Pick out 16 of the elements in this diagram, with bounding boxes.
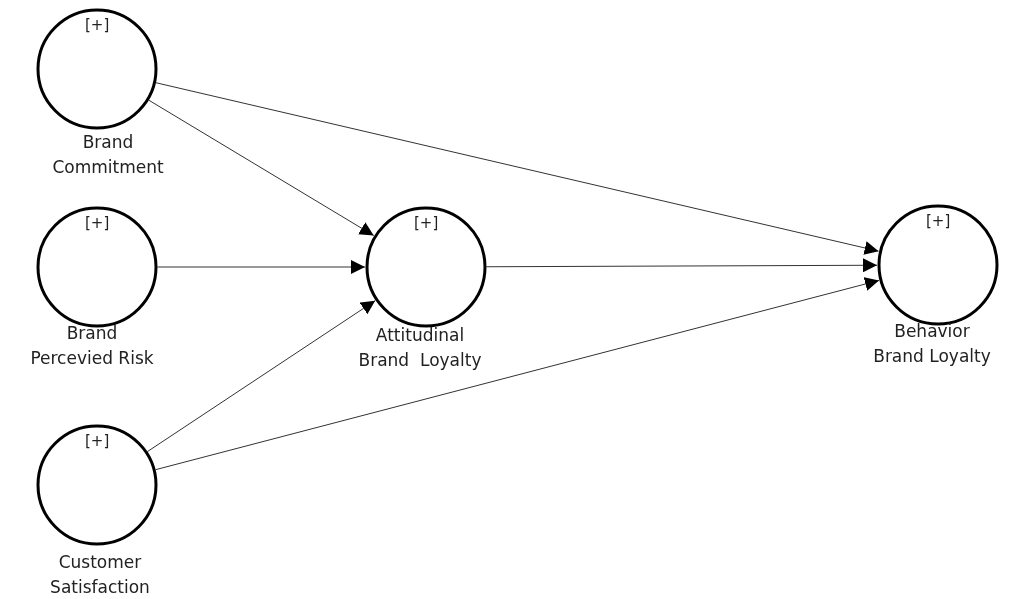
arrow (155, 82, 880, 255)
indicator-marker: [+] (414, 214, 439, 232)
construct-label: Brand Percevied Risk (29, 322, 155, 370)
indicator-marker: [+] (85, 16, 110, 34)
arrow (486, 258, 878, 273)
construct-label: Customer Satisfaction (49, 551, 151, 599)
indicator-marker: [+] (926, 212, 951, 230)
arrow (155, 277, 880, 471)
arrow (157, 260, 366, 274)
construct-label: Attitudinal Brand Loyalty (357, 324, 483, 372)
construct-label: Behavior Brand Loyalty (872, 320, 992, 368)
indicator-marker: [+] (85, 432, 110, 450)
construct-label: Brand Commitment (51, 131, 165, 179)
arrow (146, 300, 376, 453)
indicator-marker: [+] (85, 214, 110, 232)
arrow (148, 99, 375, 237)
